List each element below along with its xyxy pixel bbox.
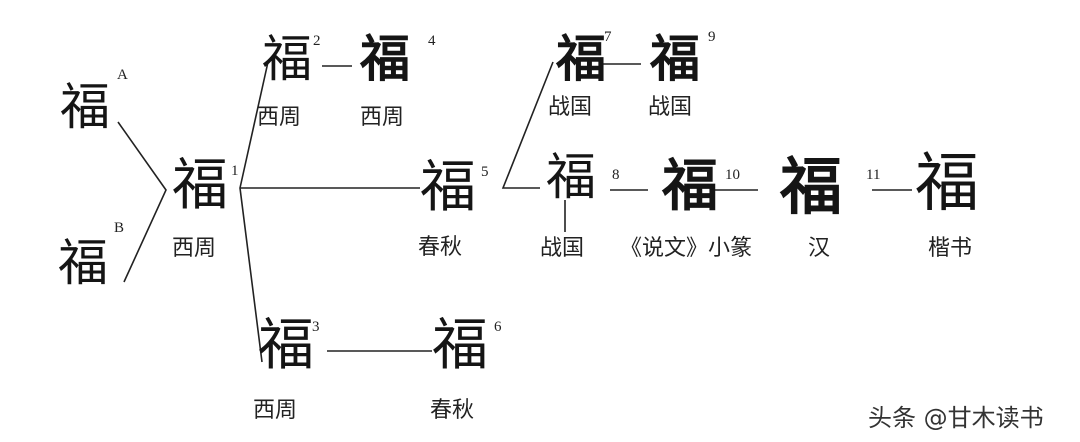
glyph-10-period: 《说文》小篆 (620, 236, 753, 261)
glyph-11: 福 (780, 150, 843, 223)
glyph-6: 福 (432, 313, 488, 378)
glyph-7-period: 战国 (548, 95, 593, 120)
glyph-a: 福 (60, 78, 110, 136)
glyph-7-number: 7 (604, 29, 612, 45)
glyph-3-number: 3 (312, 319, 320, 335)
glyph-9-number: 9 (708, 29, 716, 45)
glyph-b: 福 (58, 234, 108, 292)
glyph-2-period: 西周 (257, 105, 302, 130)
glyph-5-number: 5 (481, 164, 489, 180)
glyph-1-period: 西周 (172, 236, 217, 261)
glyph-1: 福 (172, 153, 228, 218)
glyph-3-period: 西周 (253, 398, 298, 423)
glyph-1-number: 1 (231, 163, 239, 179)
connector-5-7-8 (501, 61, 554, 189)
glyph-8-period: 战国 (540, 236, 585, 261)
glyph-8-number: 8 (612, 167, 620, 183)
glyph-4-number: 4 (428, 33, 436, 49)
glyph-b-label: B (114, 220, 125, 236)
glyph-11-number: 11 (866, 167, 881, 183)
glyph-2-number: 2 (313, 33, 321, 49)
glyph-10: 福 (662, 153, 718, 219)
connector-a-b-to-1 (117, 121, 167, 283)
glyph-8: 福 (546, 148, 596, 206)
glyph-5-period: 春秋 (418, 235, 463, 260)
glyph-9: 福 (650, 29, 700, 88)
watermark: 头条 @甘木读书 (868, 404, 1044, 432)
glyph-4-period: 西周 (360, 105, 405, 130)
glyph-2: 福 (262, 30, 312, 88)
glyph-10-number: 10 (725, 167, 740, 183)
glyph-4: 福 (360, 29, 410, 88)
glyph-9-period: 战国 (648, 95, 693, 120)
glyph-6-number: 6 (494, 319, 502, 335)
glyph-a-label: A (117, 67, 128, 83)
glyph-5: 福 (420, 155, 476, 220)
glyph-6-period: 春秋 (430, 398, 475, 423)
glyph-11-period: 汉 (808, 236, 831, 261)
glyph-kaishu: 福 (915, 147, 979, 221)
glyph-kaishu-period: 楷书 (928, 236, 973, 261)
glyph-7: 福 (556, 29, 606, 88)
glyph-3: 福 (258, 313, 314, 378)
